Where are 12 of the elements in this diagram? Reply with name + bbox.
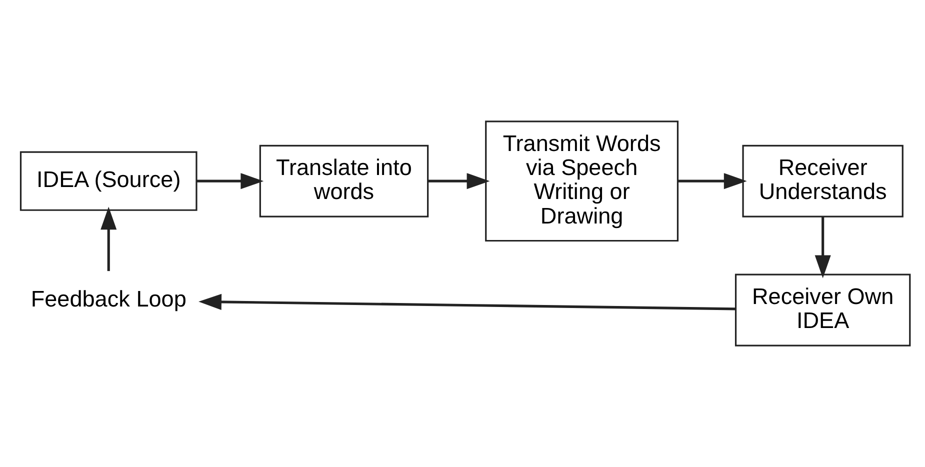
node-box: Receiver Understands	[742, 144, 904, 218]
node-box: Receiver Own IDEA	[734, 274, 911, 346]
arrow	[428, 173, 490, 190]
arrow	[196, 173, 264, 190]
node-box: IDEA (Source)	[20, 151, 198, 211]
node-text: Feedback Loop	[30, 286, 186, 312]
arrow	[198, 294, 736, 310]
arrow	[814, 216, 831, 278]
node-box: Translate into words	[259, 144, 429, 218]
arrow	[100, 206, 117, 272]
node-box: Transmit Words via Speech Writing or Drawing	[485, 120, 679, 242]
arrow	[678, 173, 747, 190]
